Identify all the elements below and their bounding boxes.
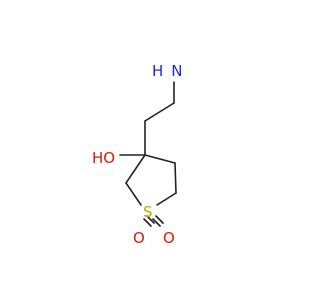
bond-c3-c6 (125, 154, 146, 184)
bond-s-o-left-b (146, 215, 155, 224)
hydroxyl-label: HO (92, 149, 115, 167)
bond-c5-s (156, 192, 177, 206)
bond-s-o-right-a (155, 215, 164, 224)
oxygen-left-label: O (133, 229, 145, 247)
oxygen-right-label: O (163, 229, 175, 247)
bond-c3-c4 (144, 154, 176, 164)
bond-c4-c5 (174, 162, 177, 194)
bond-c1-c2 (144, 102, 175, 122)
bond-s-o-right-b (152, 218, 161, 227)
bonds (119, 81, 177, 227)
bond-s-o-left-a (143, 218, 152, 227)
bond-c6-s (125, 182, 142, 206)
sulfur-label: S (143, 203, 153, 221)
amine-n: N (171, 62, 182, 80)
amine-h: H (152, 62, 163, 80)
